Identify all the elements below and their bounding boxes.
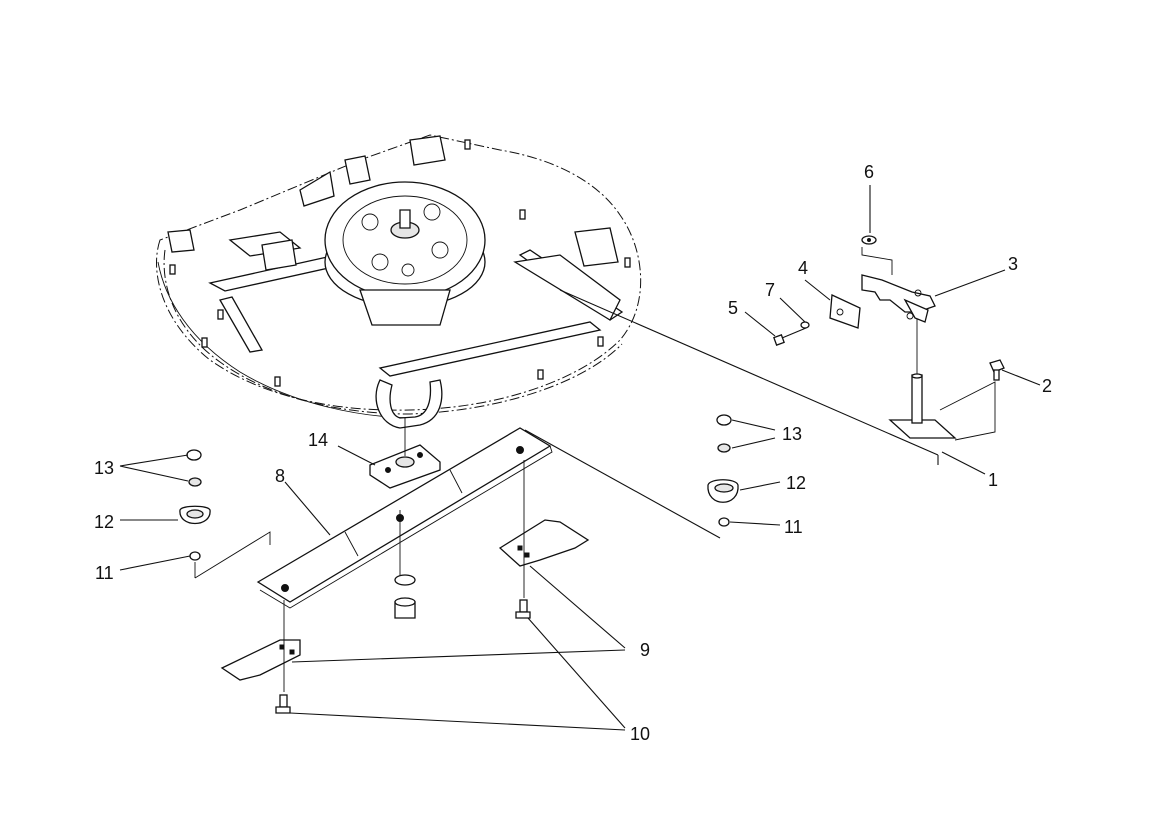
callout-3: 3 (1008, 254, 1018, 274)
callout-9: 9 (640, 640, 650, 660)
callout-13-left: 13 (94, 458, 114, 478)
blade-left (220, 639, 301, 681)
callout-7: 7 (765, 280, 775, 300)
callout-11-left: 11 (95, 563, 114, 583)
hub-plate (369, 418, 441, 489)
blade-right (498, 519, 590, 567)
center-nut-washer (394, 574, 416, 619)
callout-11-right: 11 (784, 517, 803, 537)
mount-stack-right (707, 414, 739, 527)
callout-8: 8 (275, 466, 285, 486)
blade-bolts (275, 460, 531, 714)
washer-part-7 (800, 321, 810, 329)
callout-2: 2 (1042, 376, 1052, 396)
callout-13-right: 13 (782, 424, 802, 444)
callout-1: 1 (988, 470, 998, 490)
callout-6: 6 (864, 162, 874, 182)
mower-deck (156, 134, 642, 429)
leader-lines (119, 185, 1041, 731)
callout-labels: 1 2 3 4 5 6 7 8 9 10 11 11 12 12 13 13 1… (94, 162, 1052, 744)
callout-12-right: 12 (786, 473, 806, 493)
mount-stack-left (179, 449, 271, 579)
plate (829, 294, 861, 329)
callout-4: 4 (798, 258, 808, 278)
bracket-post (888, 312, 957, 439)
callout-14: 14 (308, 430, 328, 450)
bolt-part-5 (773, 327, 807, 346)
bracket (861, 274, 936, 323)
bolt-part-2 (989, 359, 1005, 381)
callout-5: 5 (728, 298, 738, 318)
callout-10: 10 (630, 724, 650, 744)
blade-bar (256, 427, 553, 609)
nut-part-6 (861, 235, 877, 245)
callout-12-left: 12 (94, 512, 114, 532)
